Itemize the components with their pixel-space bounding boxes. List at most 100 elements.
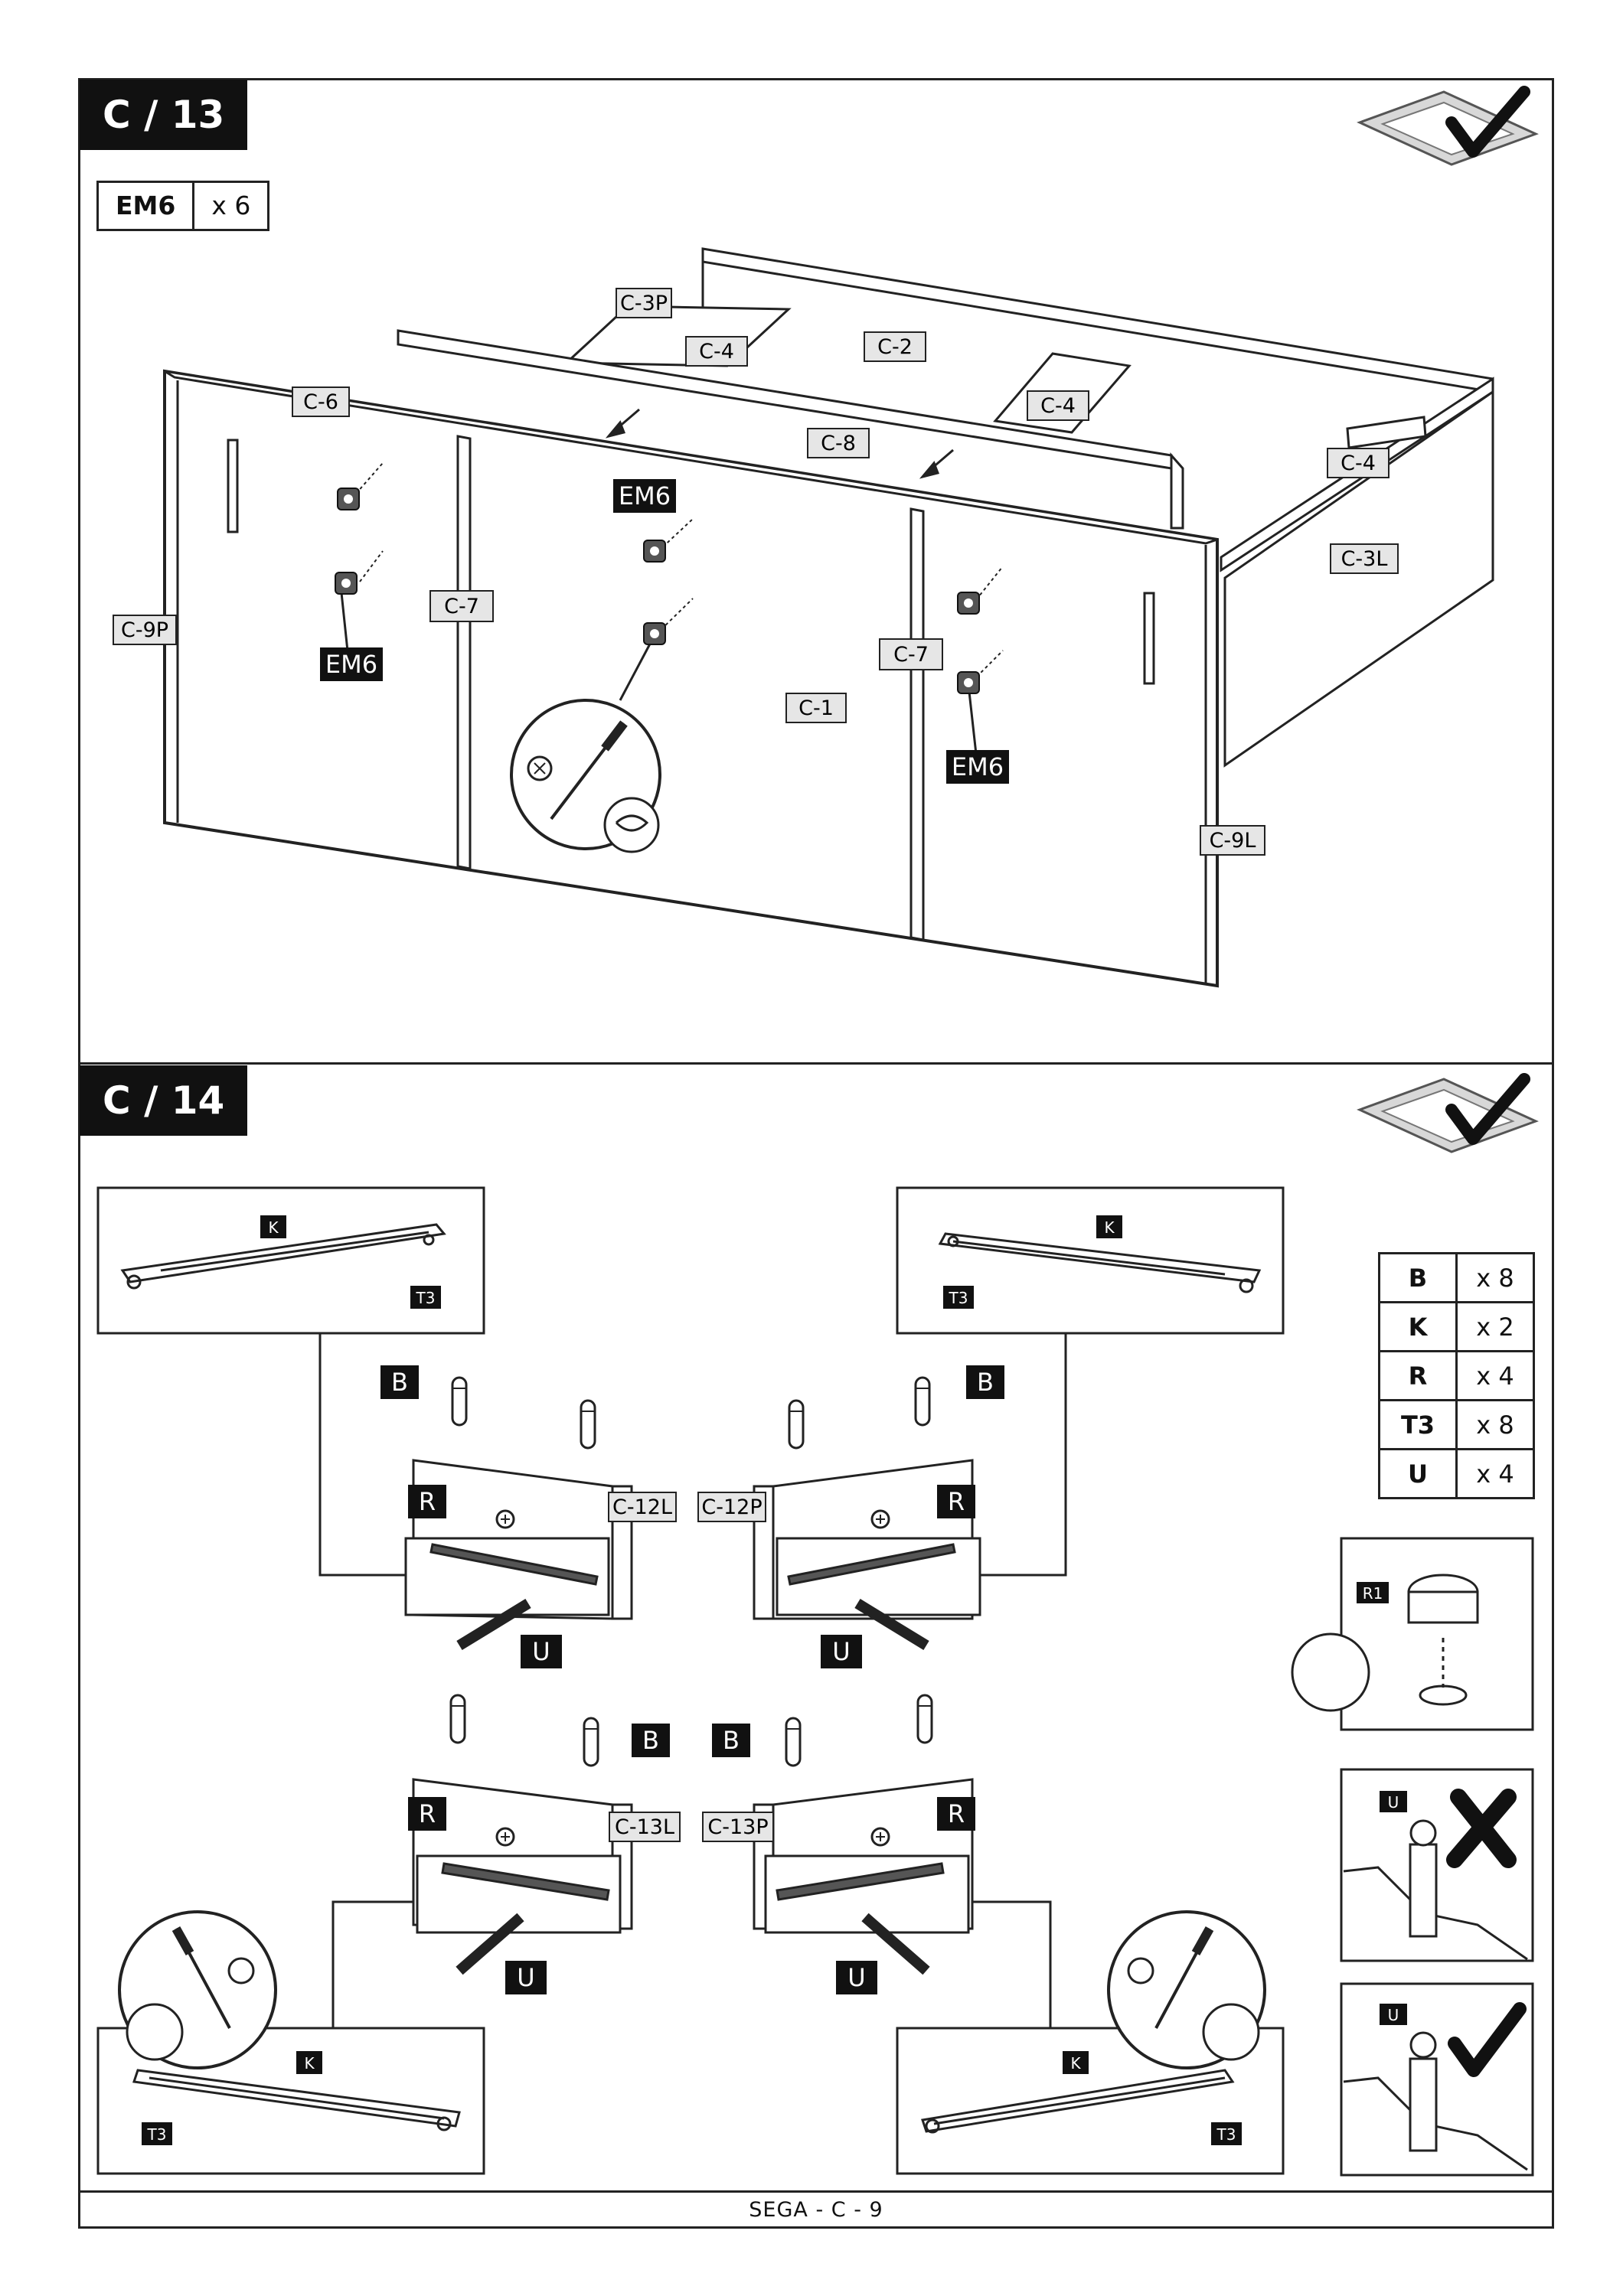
- label-u: U: [821, 1635, 862, 1668]
- section-divider: [78, 1062, 1554, 1065]
- svg-text:C-7: C-7: [893, 643, 929, 667]
- part-code: R: [1378, 1350, 1458, 1401]
- label-k: K: [1063, 2051, 1089, 2074]
- svg-text:C-13P: C-13P: [707, 1815, 768, 1839]
- label-c9p: C-9P: [113, 615, 177, 645]
- label-k: K: [296, 2051, 322, 2074]
- label-k: K: [1096, 1215, 1122, 1238]
- svg-text:C-12L: C-12L: [612, 1495, 672, 1519]
- svg-text:R: R: [419, 1487, 436, 1516]
- dowel-b: [451, 1376, 468, 1427]
- part-code-em6: EM6: [116, 191, 176, 220]
- part-code: B: [1378, 1252, 1458, 1303]
- step-13-title: C / 13: [80, 80, 248, 150]
- label-b: B: [380, 1365, 419, 1399]
- svg-text:C-9L: C-9L: [1210, 829, 1256, 853]
- label-t3: T3: [1211, 2122, 1242, 2145]
- dowel-b: [785, 1717, 802, 1767]
- em6-fitting: [957, 592, 980, 615]
- svg-text:T3: T3: [949, 1289, 968, 1307]
- dowel-b: [916, 1694, 933, 1744]
- cam-lock-r: [870, 1509, 890, 1529]
- svg-text:C-2: C-2: [877, 335, 913, 359]
- wrong-x-icon: [1446, 1789, 1517, 1868]
- dowel-b: [788, 1399, 805, 1450]
- part-qty: x 4: [1455, 1448, 1535, 1499]
- correct-check-icon: [1448, 2002, 1527, 2077]
- label-c4: C-4: [1027, 390, 1089, 421]
- svg-text:B: B: [723, 1726, 740, 1755]
- svg-text:R: R: [948, 1799, 965, 1828]
- svg-text:K: K: [1104, 1218, 1115, 1237]
- svg-text:C-1: C-1: [798, 696, 834, 720]
- floor-mat-check-icon: [1360, 1079, 1536, 1152]
- label-r: R: [408, 1797, 446, 1831]
- label-u: U: [505, 1961, 547, 1994]
- label-c3l: C-3L: [1330, 543, 1399, 574]
- svg-text:B: B: [977, 1368, 994, 1397]
- label-c2: C-2: [864, 331, 926, 362]
- cam-lock-r: [495, 1509, 515, 1529]
- label-c7: C-7: [429, 590, 494, 622]
- part-qty-em6: x 6: [192, 183, 267, 229]
- svg-text:K: K: [1070, 2054, 1081, 2073]
- svg-text:R1: R1: [1363, 1584, 1383, 1603]
- svg-text:C-6: C-6: [303, 390, 338, 414]
- svg-text:R: R: [419, 1799, 436, 1828]
- part-qty: x 2: [1455, 1301, 1535, 1352]
- label-c13p: C-13P: [702, 1812, 774, 1842]
- label-r: R: [937, 1797, 975, 1831]
- dowel-b: [914, 1376, 931, 1427]
- svg-text:C-3L: C-3L: [1341, 547, 1388, 571]
- label-r: R: [408, 1485, 446, 1518]
- runner-detail-box: [96, 1186, 485, 1335]
- svg-text:EM6: EM6: [325, 650, 377, 679]
- svg-text:B: B: [642, 1726, 659, 1755]
- label-t3: T3: [410, 1286, 441, 1309]
- svg-text:B: B: [391, 1368, 408, 1397]
- label-b: B: [966, 1365, 1004, 1399]
- svg-text:U: U: [517, 1963, 534, 1992]
- svg-text:U: U: [847, 1963, 865, 1992]
- label-em6: EM6: [946, 750, 1009, 784]
- label-c13l: C-13L: [609, 1812, 681, 1842]
- svg-text:C-8: C-8: [821, 432, 856, 455]
- label-c1: C-1: [785, 693, 847, 723]
- em6-fitting: [337, 488, 360, 510]
- label-c12l: C-12L: [608, 1492, 677, 1522]
- svg-text:C-7: C-7: [444, 595, 479, 618]
- dowel-b: [580, 1399, 596, 1450]
- cam-lock-r: [495, 1827, 515, 1847]
- label-c8: C-8: [807, 428, 870, 458]
- dowel-b: [449, 1694, 466, 1744]
- svg-text:T3: T3: [416, 1289, 436, 1307]
- svg-text:C-9P: C-9P: [121, 618, 168, 642]
- svg-text:C-12P: C-12P: [701, 1495, 762, 1519]
- cam-detail-box: [1340, 1537, 1534, 1731]
- page-frame: [78, 78, 1554, 2229]
- svg-text:C-4: C-4: [1040, 394, 1076, 418]
- step-13-parts-box: EM6 x 6: [96, 181, 270, 231]
- em6-fitting: [643, 622, 666, 645]
- label-em6: EM6: [320, 647, 383, 681]
- part-code: T3: [1378, 1399, 1458, 1450]
- label-c4: C-4: [1327, 448, 1390, 478]
- label-c12p: C-12P: [697, 1492, 766, 1522]
- label-r1: R1: [1357, 1582, 1389, 1603]
- svg-text:EM6: EM6: [619, 481, 671, 510]
- label-u: U: [836, 1961, 877, 1994]
- label-u: U: [1380, 2004, 1407, 2025]
- em6-fitting: [643, 540, 666, 563]
- part-qty: x 8: [1455, 1252, 1535, 1303]
- label-r: R: [937, 1485, 975, 1518]
- label-t3: T3: [142, 2122, 172, 2145]
- label-b: B: [632, 1724, 670, 1757]
- em6-fitting: [335, 572, 358, 595]
- svg-text:T3: T3: [147, 2125, 167, 2144]
- label-u: U: [1380, 1791, 1407, 1812]
